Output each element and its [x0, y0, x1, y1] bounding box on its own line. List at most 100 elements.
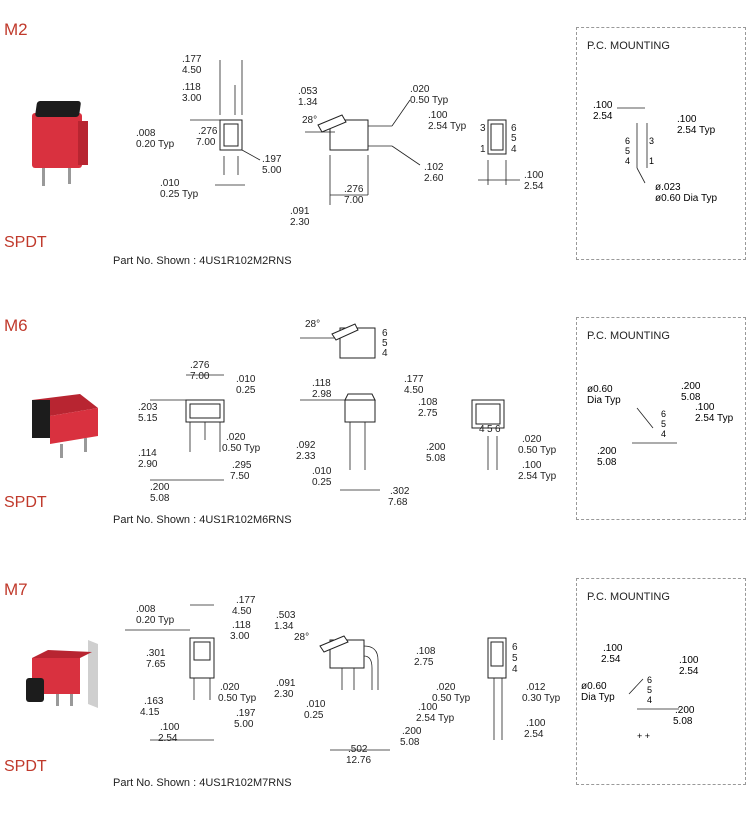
dim-d9-in: .177: [404, 374, 424, 385]
dim-d15-in: .200: [402, 726, 422, 737]
dim-angle: 28°: [302, 115, 317, 126]
mount-hole-mm: ø0.60 Dia Typ: [655, 193, 718, 204]
section-m6: M6 SPDT Part No. Shown : 4US1R102M6RNS 2…: [0, 290, 750, 540]
switch-type-label: SPDT: [4, 234, 47, 251]
dim-d4-mm: 0.50 Typ: [222, 443, 261, 454]
dim-d11-in: .092: [296, 440, 316, 451]
dimension-drawing: .177 4.50 .008 0.20 Typ .118 3.00 .301 7…: [125, 595, 561, 766]
mount-a-in: .100: [593, 100, 613, 111]
dim-d12-mm: 0.50 Typ: [432, 693, 471, 704]
mount-c-in: .200: [675, 705, 695, 716]
dim-d6-mm: 7.50: [230, 471, 250, 482]
dim-d13-in: .100: [524, 170, 544, 181]
dim-d12-mm: 0.25: [312, 477, 332, 488]
mount-title: P.C. MOUNTING: [587, 591, 670, 603]
mount-hole-in: ø.023: [655, 182, 681, 193]
dim-d3-mm: 0.20 Typ: [136, 139, 175, 150]
dim-d9-mm: 2.54 Typ: [428, 121, 467, 132]
dim-d1-in: .177: [236, 595, 256, 606]
dim-d12-mm: 2.30: [290, 217, 310, 228]
dim-d10-in: .102: [424, 162, 444, 173]
top-pin-4: 4: [382, 348, 388, 359]
mount-b-in: .100: [677, 114, 697, 125]
mount-c-mm: 5.08: [673, 716, 693, 727]
dim-d3-mm: 5.15: [138, 413, 158, 424]
mount-b-in: .100: [695, 402, 715, 413]
mount-hole-mm: Dia Typ: [581, 692, 615, 703]
dim-d10-mm: 2.75: [418, 408, 438, 419]
mount-pin-4: 4: [625, 156, 630, 166]
mount-pin-5: 5: [661, 419, 666, 429]
pin-5: 5: [512, 653, 518, 664]
mount-a-mm: 2.54: [601, 654, 621, 665]
dim-d12-in: .091: [290, 206, 310, 217]
dim-d7-in: .200: [150, 482, 170, 493]
dim-d7-in: .053: [298, 86, 318, 97]
pin-4: 4: [512, 664, 518, 675]
dim-d3-mm: 3.00: [230, 631, 250, 642]
dim-d2-mm: 0.25: [236, 385, 256, 396]
mount-hole-in: ø0.60: [587, 384, 613, 395]
dim-d18-mm: 2.54: [524, 729, 544, 740]
dim-d1-mm: 4.50: [232, 606, 252, 617]
section-m7: M7 SPDT Part No. Shown : 4US1R102M7RNS .…: [0, 560, 750, 820]
top-pin-6: 6: [382, 328, 388, 339]
dim-d4-mm: 7.00: [196, 137, 216, 148]
dim-d5-in: .114: [138, 448, 157, 459]
dim-d4-in: .020: [226, 432, 246, 443]
dim-d9-in: .503: [276, 610, 296, 621]
dim-d10-mm: 2.60: [424, 173, 444, 184]
mount-pin-1: 1: [649, 156, 654, 166]
model-label: M7: [4, 580, 28, 599]
dim-d6-mm: 0.25 Typ: [160, 189, 199, 200]
dim-d2-mm: 0.20 Typ: [136, 615, 175, 626]
dim-d12-in: .020: [436, 682, 456, 693]
dim-d3-in: .008: [136, 128, 156, 139]
dim-d3-in: .203: [138, 402, 158, 413]
mount-hole-mm: Dia Typ: [587, 395, 621, 406]
dim-d2-in: .118: [182, 82, 201, 93]
switch-photo: [26, 640, 98, 708]
pin-3: 3: [480, 123, 486, 134]
dim-d4-mm: 7.65: [146, 659, 166, 670]
mount-b-mm: 2.54 Typ: [677, 125, 716, 136]
dim-d6-in: .010: [160, 178, 180, 189]
dim-d15-mm: 0.50 Typ: [518, 445, 557, 456]
dim-d10-in: .108: [418, 397, 438, 408]
dim-d6-in: .020: [220, 682, 240, 693]
mount-pin-6: 6: [625, 136, 630, 146]
dim-d14-mm: 2.54 Typ: [416, 713, 455, 724]
dim-d11-in: .276: [344, 184, 364, 195]
dim-d8-mm: 2.54: [158, 733, 178, 744]
dim-d14-in: .302: [390, 486, 410, 497]
dim-d1-mm: 7.00: [190, 371, 210, 382]
dim-d13-in: .200: [426, 442, 446, 453]
dim-d5-mm: 5.00: [262, 165, 282, 176]
pin-5: 5: [487, 424, 493, 435]
mount-pin-6: 6: [661, 409, 666, 419]
dim-d8-in: .100: [160, 722, 180, 733]
dim-d4-in: .276: [198, 126, 218, 137]
dim-d1-in: .177: [182, 54, 202, 65]
dim-d3-in: .118: [232, 620, 251, 631]
dim-d16-mm: 2.54 Typ: [518, 471, 557, 482]
pc-mounting-panel: P.C. MOUNTING .100 2.54 .100 2.54 Typ 6 …: [576, 27, 746, 260]
pin-4: 4: [511, 144, 517, 155]
model-label: M2: [4, 20, 28, 39]
dim-d16-in: .502: [348, 744, 368, 755]
pc-mounting-panel: P.C. MOUNTING .100 2.54 .100 2.54 ø0.60 …: [576, 578, 746, 785]
switch-type-label: SPDT: [4, 494, 47, 511]
dim-d10-in: .108: [416, 646, 436, 657]
mount-pin-4: 4: [647, 695, 652, 705]
dim-d11-in: .091: [276, 678, 296, 689]
dim-d13-mm: 0.25: [304, 710, 324, 721]
mount-pin-4: 4: [661, 429, 666, 439]
mount-hole-in: ø0.60: [581, 681, 607, 692]
pin-6: 6: [511, 123, 517, 134]
pin-4: 4: [479, 424, 485, 435]
dim-d1-mm: 4.50: [182, 65, 202, 76]
dim-d7-mm: 5.08: [150, 493, 170, 504]
mount-b-mm: 2.54: [679, 666, 699, 677]
dim-d9-in: .100: [428, 110, 448, 121]
pin-1: 1: [480, 144, 486, 155]
